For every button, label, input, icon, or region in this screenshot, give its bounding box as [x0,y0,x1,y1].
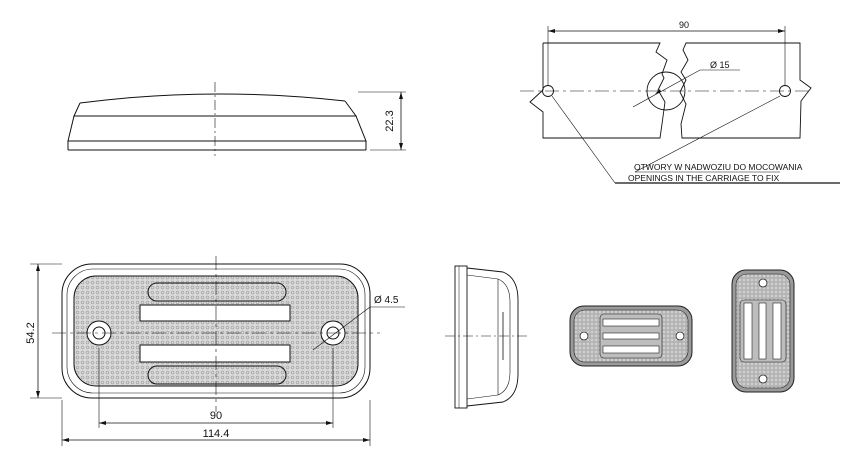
center-cable-hole [646,71,686,111]
front-window-upper [139,304,291,322]
profile-base-plate [454,265,468,409]
small-h-hole-left [579,331,589,341]
mount-hole-dia-label: Ø 4.5 [374,295,399,306]
plate-right [679,42,812,139]
note-polish: OTWORY W NADWOZIU DO MOCOWANIA [634,162,803,172]
small-h-bar-3 [602,345,660,354]
side-profile-view [445,265,528,409]
side-view-base [67,115,367,142]
small-vertical-view [731,269,795,393]
front-view [30,256,405,446]
small-v-hole-top [758,278,768,288]
small-v-hole-bottom [758,374,768,384]
hole-spacing-label: 90 [679,20,689,30]
side-view [67,82,406,156]
small-h-bar-2 [602,332,660,340]
side-height-label: 22.3 [384,110,396,131]
plate-left [529,42,668,139]
small-horizontal-view [569,305,693,367]
side-view-dome [79,93,346,104]
small-h-bar-1 [602,318,660,327]
front-slot-top [147,282,287,302]
mounting-hole-view [520,26,840,184]
small-h-hole-right [675,331,685,341]
small-v-bar-1 [743,302,753,360]
front-height-label: 54.2 [25,322,37,343]
front-window-lower [139,344,291,363]
front-hole-spacing-label: 90 [210,410,222,422]
profile-body [466,267,519,407]
front-width-label: 114.4 [203,428,230,440]
front-slot-bottom [147,365,287,385]
center-hole-dia-label: Ø 15 [710,60,730,70]
note-english: OPENINGS IN THE CARRIAGE TO FIX [628,173,779,183]
small-v-bar-2 [758,302,767,360]
small-v-bar-3 [772,302,782,360]
mount-hole-right [779,85,791,97]
mount-hole-left [542,85,554,97]
